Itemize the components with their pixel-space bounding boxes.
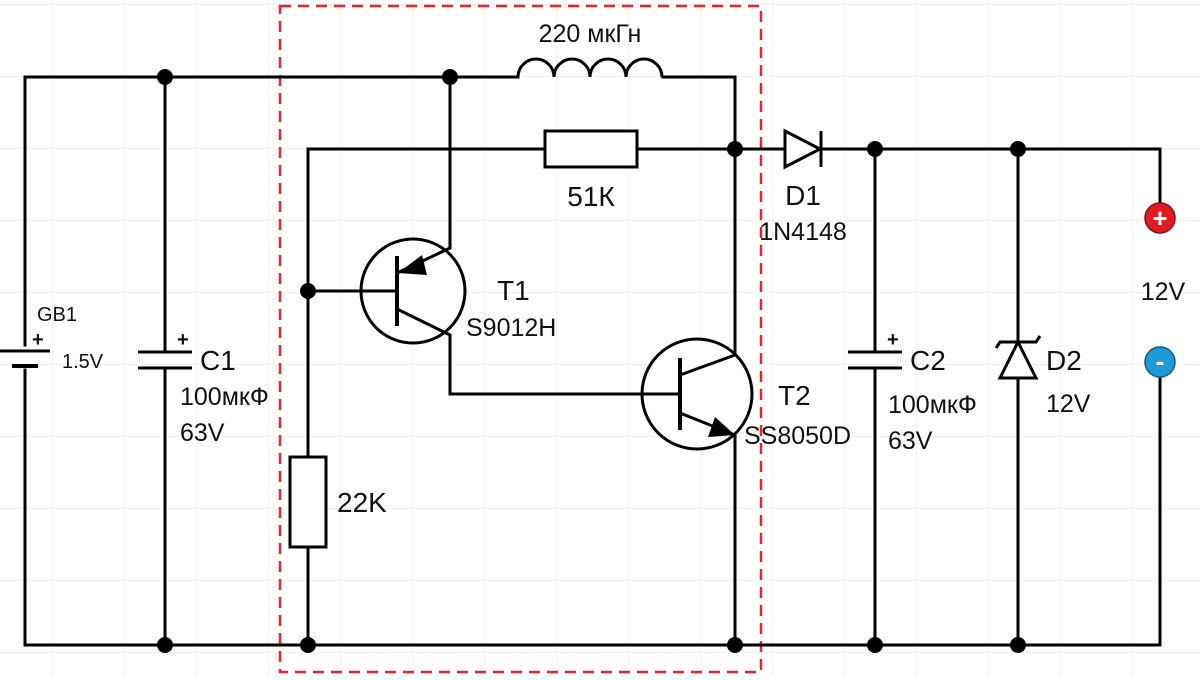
c1-name: C1 [200,345,236,376]
junction-dot [1010,141,1026,157]
capacitor-c1-symbol [138,350,192,370]
junction-dot [727,141,743,157]
c2-voltage: 63V [888,427,933,455]
output-voltage: 12V [1141,278,1186,306]
c2-value: 100мкФ [888,391,977,419]
c1-voltage: 63V [180,419,225,447]
junction-dot [867,637,883,653]
output-negative-terminal[interactable]: - [1144,346,1176,378]
output-positive-sign: + [1152,203,1167,233]
d2-name: D2 [1046,345,1082,376]
d1-part: 1N4148 [759,218,847,246]
t2-emitter-arrow [708,417,735,437]
junction-dot [1010,637,1026,653]
battery-gb1-symbol [0,349,50,368]
zener-d2-symbol [994,335,1042,380]
capacitor-c2-symbol [848,350,902,370]
transistor-t2-symbol [640,337,754,451]
c1-polarity: + [177,329,189,351]
junction-dots [157,69,1026,653]
junction-dot [727,637,743,653]
junction-dot [300,637,316,653]
output-negative-sign: - [1156,346,1165,376]
battery-polarity: + [32,329,44,351]
t2-part: SS8050D [744,422,851,450]
highlight-region-box [278,4,763,674]
junction-dot [157,69,173,85]
junction-dot [300,283,316,299]
t1-emitter-arrow [398,255,427,275]
c1-value: 100мкФ [180,383,269,411]
t1-name: T1 [497,275,530,306]
battery-name: GB1 [37,304,77,326]
resistor-51k-symbol [543,129,639,169]
transistor-t1-symbol [359,237,467,345]
c2-name: C2 [910,345,946,376]
t1-part: S9012H [466,314,556,342]
r2-value: 22K [337,487,387,518]
battery-value: 1.5V [62,351,104,373]
inductor-symbol [516,57,664,78]
junction-dot [867,141,883,157]
c2-polarity: + [887,329,899,351]
inductor-value: 220 мкГн [539,20,642,48]
resistor-22k-symbol [288,455,328,549]
junction-dot [442,69,458,85]
t2-name: T2 [778,380,811,411]
diode-d1-symbol [783,128,824,170]
d1-name: D1 [785,180,821,211]
junction-dot [157,637,173,653]
r1-value: 51К [567,181,615,212]
d2-value: 12V [1046,390,1091,418]
output-positive-terminal[interactable]: + [1144,202,1176,234]
